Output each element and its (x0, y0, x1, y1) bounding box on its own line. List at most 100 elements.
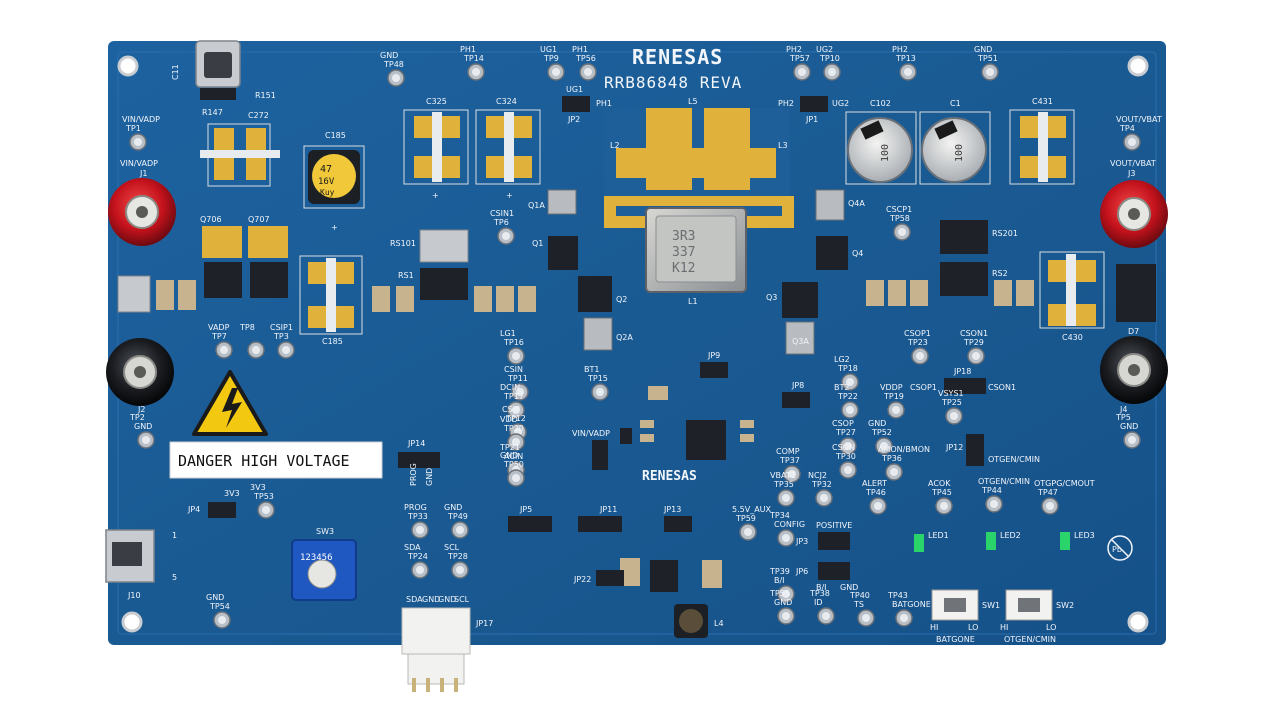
test-point-ref: TP20 (503, 424, 524, 433)
mini-usb-connector-j10[interactable] (105, 529, 155, 583)
test-point-name: GND (206, 593, 224, 602)
test-point-ref: TP3 (273, 332, 289, 341)
svg-text:GND: GND (425, 468, 434, 486)
svg-text:Kuy: Kuy (320, 188, 335, 197)
test-point-ref: TP9 (543, 54, 559, 63)
svg-text:LO: LO (968, 623, 978, 632)
j1-label: VIN/VADP (120, 159, 158, 168)
terminal-j1-red-post[interactable] (108, 178, 176, 246)
header-jp17[interactable] (401, 607, 471, 692)
test-point-13[interactable]: TP8 (239, 323, 265, 359)
c324-label: C324 (496, 97, 517, 106)
slide-switch-sw2[interactable] (1005, 589, 1053, 621)
terminal-j4-black-post[interactable] (1100, 336, 1168, 404)
diode-d7 (1116, 264, 1156, 322)
svg-text:JP14: JP14 (407, 439, 425, 448)
test-point-ref: TP47 (1037, 488, 1058, 497)
slide-switch-sw1[interactable] (931, 589, 979, 621)
svg-text:RS2: RS2 (992, 269, 1008, 278)
test-point-ref: TP1 (125, 124, 141, 133)
test-point-ref: TP45 (931, 488, 952, 497)
capacitor-c325 (403, 109, 469, 185)
c102-label: C102 (870, 99, 891, 108)
jumper-jp3 (818, 532, 850, 550)
c325-label: C325 (426, 97, 447, 106)
svg-text:GND: GND (422, 595, 440, 604)
capacitor-c324 (475, 109, 541, 185)
rotary-switch-sw3[interactable]: 123456 (291, 539, 357, 601)
svg-text:Q2: Q2 (616, 295, 627, 304)
jumpers[interactable] (208, 96, 986, 586)
terminal-j2-black-post[interactable] (106, 338, 174, 406)
test-point-ref: TP59 (735, 514, 756, 523)
test-point-ref: TP13 (895, 54, 916, 63)
test-point-name: GND (500, 451, 518, 460)
test-point-name: CSON1 (960, 329, 988, 338)
test-point-name: TP43 (887, 591, 908, 600)
test-point-ref: CONFIG (774, 520, 805, 529)
jumper-jp11 (966, 434, 984, 466)
terminal-j3-red-post[interactable] (1100, 180, 1168, 248)
svg-text:BATGONE: BATGONE (936, 635, 975, 644)
test-point-ref: B/I (774, 576, 785, 585)
svg-text:Q4A: Q4A (848, 199, 865, 208)
svg-text:SW1: SW1 (982, 601, 1000, 610)
svg-text:JP3: JP3 (795, 537, 808, 546)
test-point-name: CSOP1 (904, 329, 931, 338)
